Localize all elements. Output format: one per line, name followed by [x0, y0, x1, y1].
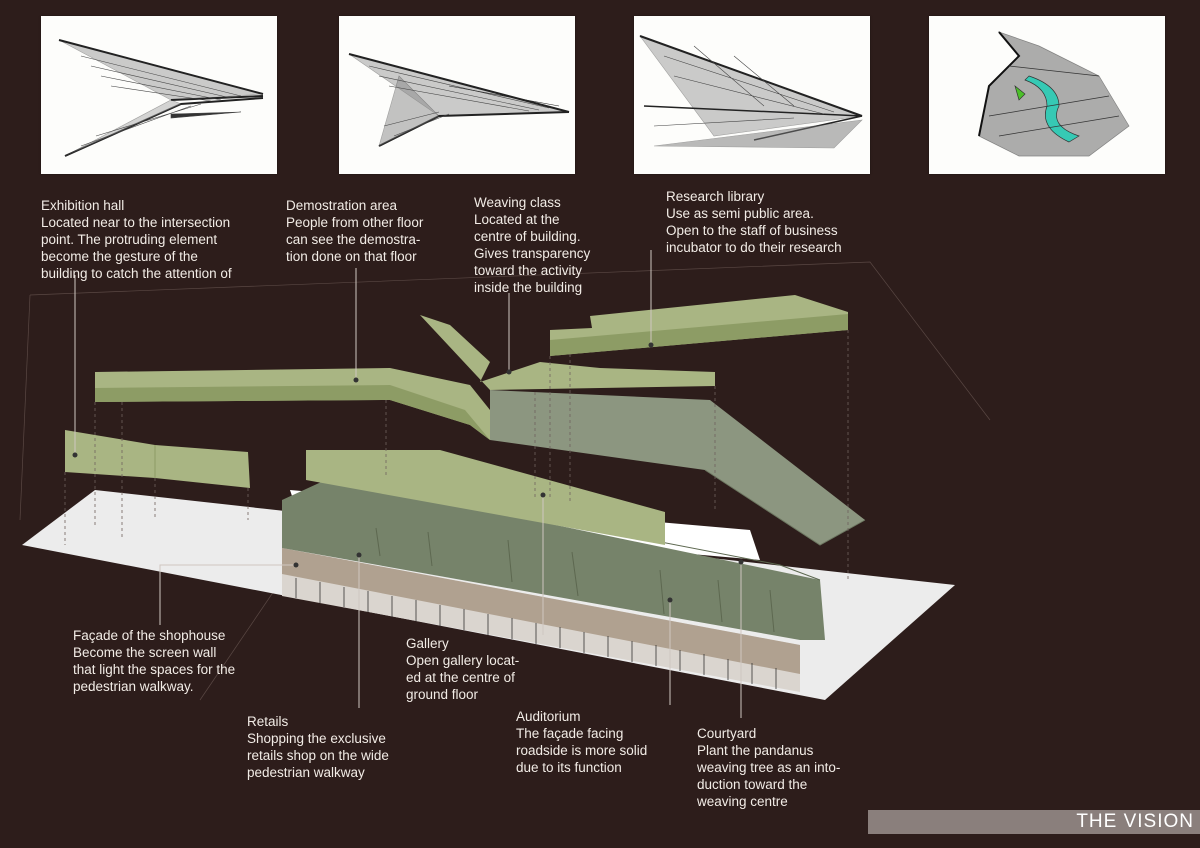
label-courtyard: Courtyard Plant the pandanus weaving tre… [697, 725, 856, 810]
vision-title: THE VISION [1076, 811, 1194, 832]
sketch-demostration [339, 16, 575, 174]
label-title: Research library [666, 189, 765, 204]
leader-dots [72, 342, 744, 603]
sketch-courtyard [929, 16, 1165, 174]
label-body: Open gallery locat- ed at the centre of … [406, 653, 520, 702]
label-body: Use as semi public area. Open to the sta… [666, 206, 842, 255]
label-exhibition-hall: Exhibition hall Located near to the inte… [41, 197, 253, 282]
label-body: People from other floor can see the demo… [286, 215, 424, 264]
label-title: Demostration area [286, 198, 398, 213]
vision-title-bar: THE VISION [868, 810, 1200, 834]
label-title: Weaving class [474, 195, 561, 210]
label-demostration-area: Demostration area People from other floo… [286, 197, 466, 265]
label-title: Auditorium [516, 709, 581, 724]
label-research-library: Research library Use as semi public area… [666, 188, 863, 256]
leader-lines [74, 250, 742, 718]
research-library-mass [550, 295, 848, 356]
label-weaving-class: Weaving class Located at the centre of b… [474, 194, 613, 296]
label-title: Façade of the shophouse [73, 628, 226, 643]
label-body: Become the screen wall that light the sp… [73, 645, 236, 694]
label-body: Shopping the exclusive retails shop on t… [247, 731, 389, 780]
gallery-mass [306, 450, 665, 545]
sketch-drawing [58, 39, 264, 157]
label-body: Located at the centre of building. Gives… [474, 212, 591, 295]
sketch-drawing [639, 35, 863, 149]
label-title: Courtyard [697, 726, 757, 741]
drop-lines [64, 330, 849, 580]
label-auditorium: Auditorium The façade facing roadside is… [516, 708, 668, 776]
label-facade-shophouse: Façade of the shophouse Become the scree… [73, 627, 253, 695]
sketch-drawing [978, 31, 1130, 157]
demostration-mass [95, 368, 490, 440]
sketch-drawing [348, 53, 570, 147]
label-body: Plant the pandanus weaving tree as an in… [697, 743, 841, 809]
label-title: Exhibition hall [41, 198, 125, 213]
label-title: Gallery [406, 636, 449, 651]
sketch-exhibition [41, 16, 277, 174]
label-title: Retails [247, 714, 289, 729]
exhibition-mass [65, 430, 250, 488]
label-gallery: Gallery Open gallery locat- ed at the ce… [406, 635, 534, 703]
sketch-weaving [634, 16, 870, 174]
label-body: The façade facing roadside is more solid… [516, 726, 648, 775]
weaving-mass [420, 315, 866, 546]
label-retails: Retails Shopping the exclusive retails s… [247, 713, 407, 781]
label-body: Located near to the intersection point. … [41, 215, 232, 281]
